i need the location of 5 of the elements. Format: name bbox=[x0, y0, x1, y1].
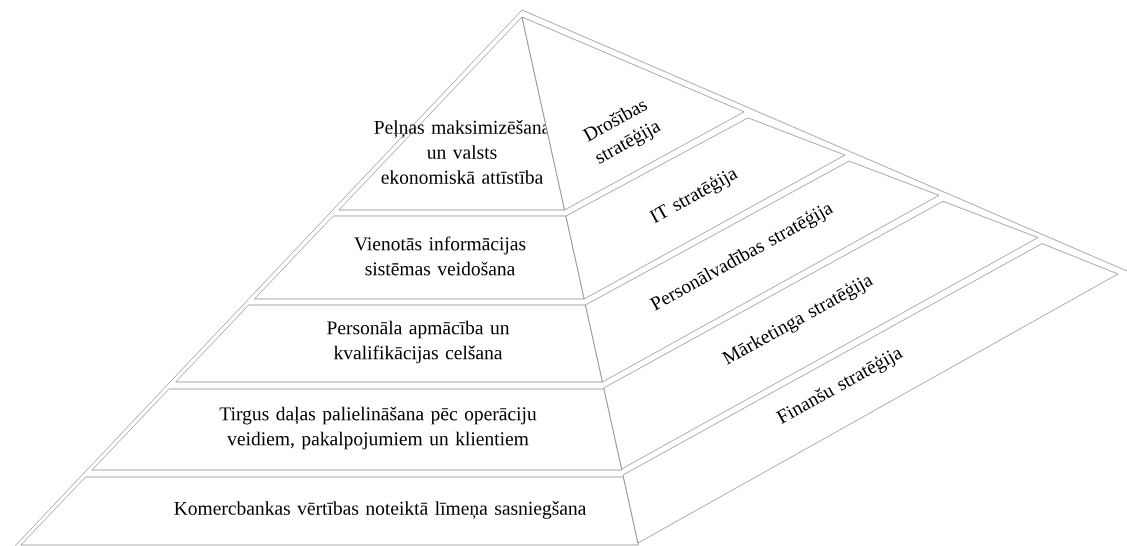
pyramid-band: Tirgus daļas palielināšana pēc operāciju veidiem, pakalpojumiem un klientiem bbox=[91, 388, 623, 471]
pyramid-band: Komercbankas vērtības noteiktā līmeņa sasniegšana bbox=[20, 476, 639, 546]
pyramid-band: Peļņas maksimizēšana un valsts ekonomiskā attīstība bbox=[338, 16, 565, 211]
pyramid-band: Vienotās informācijas sistēmas veidošana bbox=[254, 215, 585, 300]
pyramid-band: Personāla apmācība un kvalifikācijas celšana bbox=[175, 304, 603, 383]
